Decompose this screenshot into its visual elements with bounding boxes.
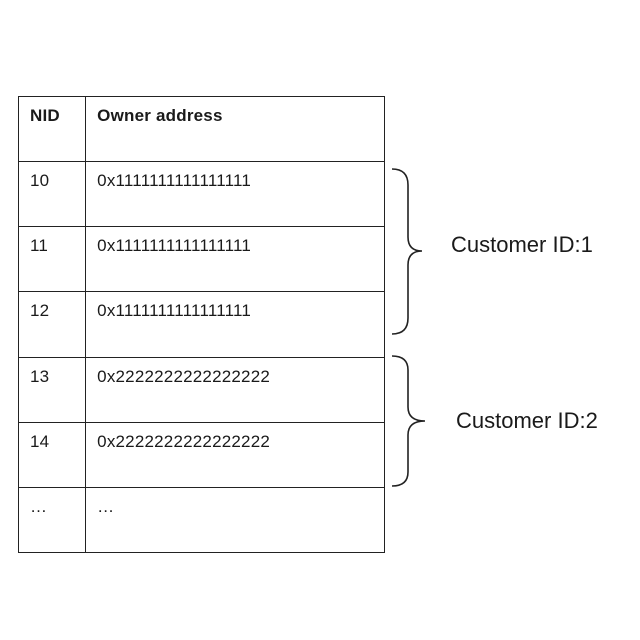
brace-customer-1 [392, 169, 422, 334]
table-row: 13 0x2222222222222222 [19, 357, 385, 422]
nid-cell: 13 [19, 357, 86, 422]
nid-cell: 14 [19, 422, 86, 487]
nid-cell: 10 [19, 162, 86, 227]
table-row: 14 0x2222222222222222 [19, 422, 385, 487]
header-owner-address: Owner address [86, 97, 385, 162]
nid-cell: 12 [19, 292, 86, 357]
brace-customer-2 [392, 356, 425, 486]
owner-address-cell: 0x2222222222222222 [86, 422, 385, 487]
nid-cell: 11 [19, 227, 86, 292]
nid-owner-table: NID Owner address 10 0x1111111111111111 … [18, 96, 385, 553]
header-nid: NID [19, 97, 86, 162]
customer-group-label-2: Customer ID:2 [456, 408, 598, 434]
table-header-row: NID Owner address [19, 97, 385, 162]
customer-group-label-1: Customer ID:1 [451, 232, 593, 258]
owner-address-cell: 0x2222222222222222 [86, 357, 385, 422]
owner-address-cell: 0x1111111111111111 [86, 162, 385, 227]
table-row: 12 0x1111111111111111 [19, 292, 385, 357]
owner-address-cell: 0x1111111111111111 [86, 227, 385, 292]
table-row: 10 0x1111111111111111 [19, 162, 385, 227]
table-row: 11 0x1111111111111111 [19, 227, 385, 292]
owner-address-cell: … [86, 487, 385, 552]
owner-address-cell: 0x1111111111111111 [86, 292, 385, 357]
table-row: … … [19, 487, 385, 552]
nid-cell: … [19, 487, 86, 552]
